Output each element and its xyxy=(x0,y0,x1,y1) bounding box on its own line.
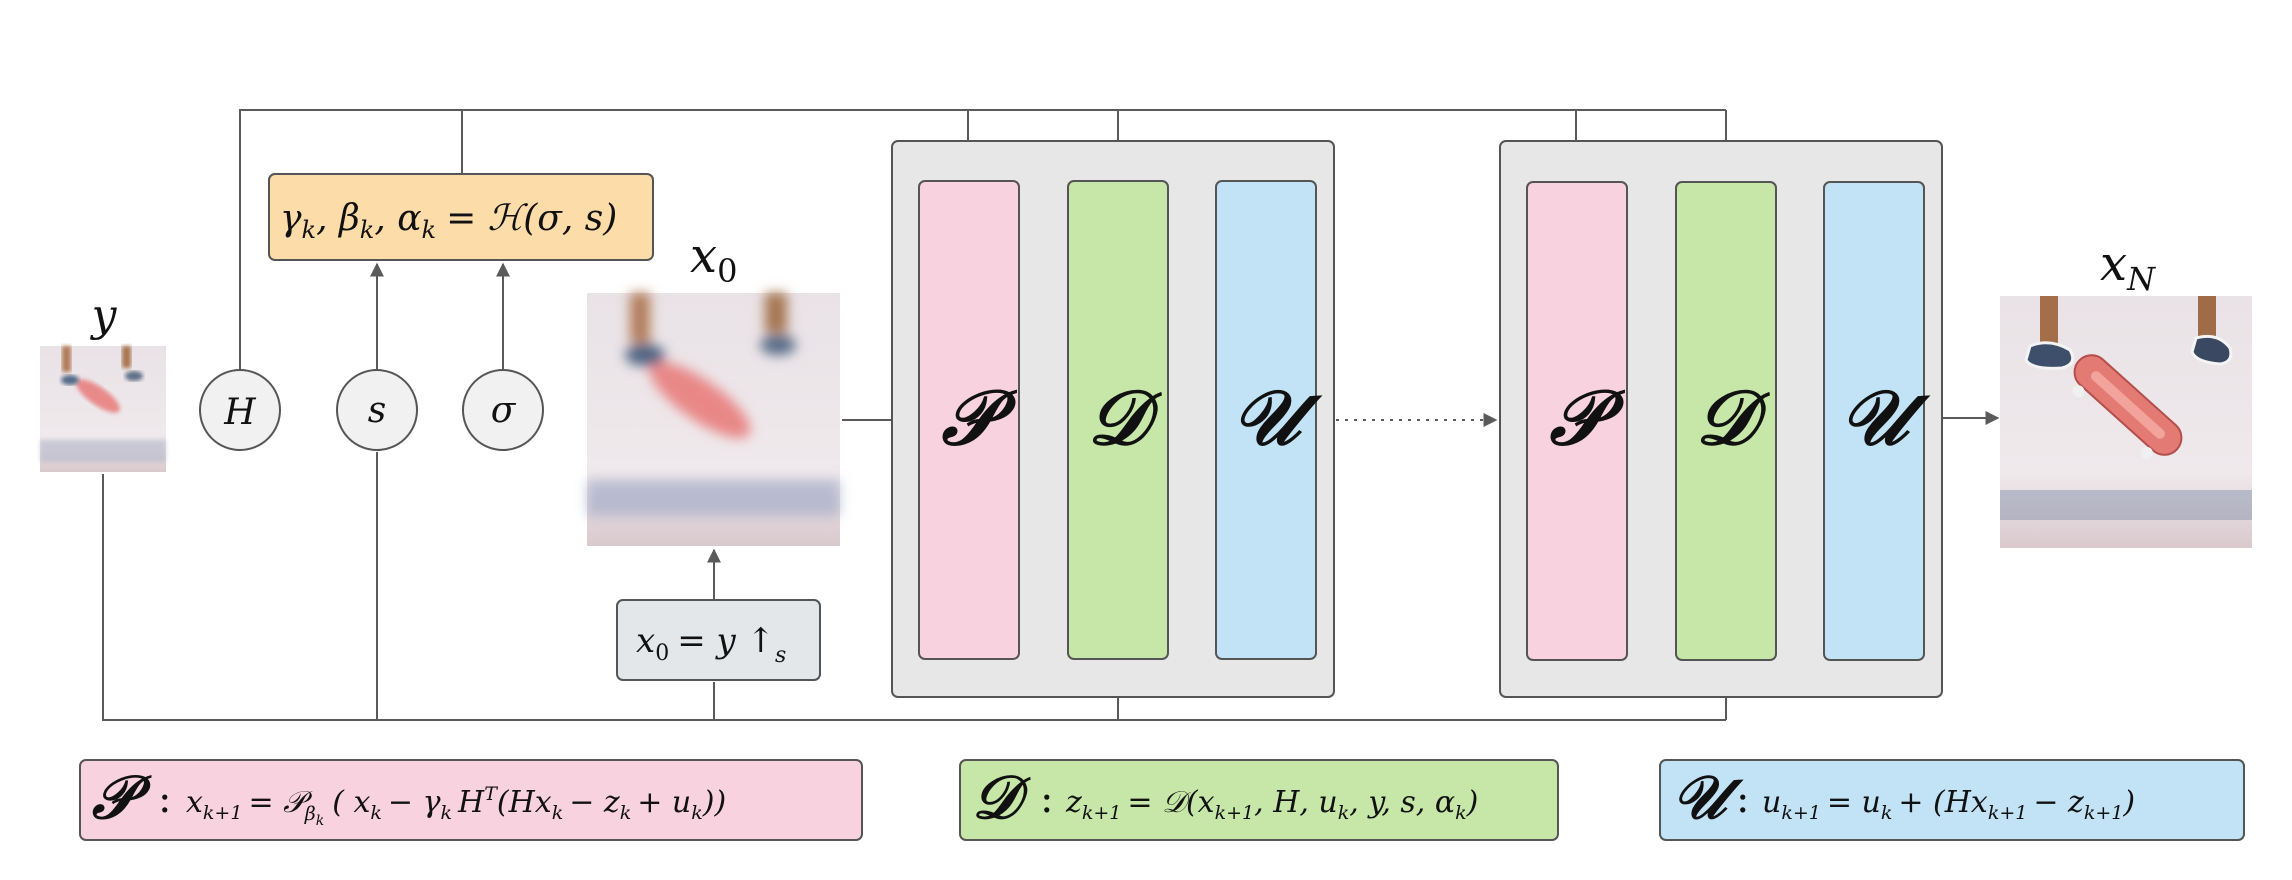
bottom-bus-line xyxy=(102,474,1726,721)
connection-lines xyxy=(102,109,2000,721)
block1-D-module: 𝒟 xyxy=(1067,180,1169,660)
svg-text:zk+1= 𝒟(xk+1, H, uk, y, s, αk: zk+1= 𝒟(xk+1, H, uk, y, s, αk) xyxy=(1065,785,1478,824)
label-y: y xyxy=(90,290,118,341)
label-xN: xN xyxy=(2100,236,2156,298)
block1-P-module: 𝒫 xyxy=(918,180,1020,660)
iteration-block-1: 𝒫 𝒟 𝒰 xyxy=(891,140,1335,698)
svg-text:uk+1= uk+ (Hxk+1− zk+1): uk+1= uk+ (Hxk+1− zk+1) xyxy=(1762,785,2135,824)
node-s: s xyxy=(336,369,418,451)
block2-D-module: 𝒟 xyxy=(1675,181,1777,661)
equation-D-box: 𝒟 : zk+1= 𝒟(xk+1, H, uk, y, s, αk) xyxy=(959,759,1559,841)
svg-text:γk, βk, αk= ℋ(σ, s): γk, βk, αk= ℋ(σ, s) xyxy=(280,198,617,244)
svg-text::: : xyxy=(1040,776,1053,822)
svg-text::: : xyxy=(1736,776,1749,822)
svg-text:x0= y ↑s: x0= y ↑s xyxy=(636,621,786,668)
init-box: x0= y ↑s xyxy=(616,599,821,681)
top-bus-line xyxy=(239,109,1726,385)
equation-U-box: 𝒰 : uk+1= uk+ (Hxk+1− zk+1) xyxy=(1659,759,2245,841)
svg-text:σ: σ xyxy=(491,390,517,431)
output-image-xN xyxy=(2000,296,2252,548)
input-image-y xyxy=(40,346,166,472)
block2-P-module: 𝒫 xyxy=(1526,181,1628,661)
block2-U-module: 𝒰 xyxy=(1823,181,1931,661)
label-x0: x0 xyxy=(690,228,737,290)
svg-text::: : xyxy=(158,776,171,822)
image-x0 xyxy=(587,293,840,546)
svg-text:H: H xyxy=(223,392,256,433)
node-sigma: σ xyxy=(462,369,544,451)
block1-U-module: 𝒰 xyxy=(1215,180,1323,660)
iteration-block-2: 𝒫 𝒟 𝒰 xyxy=(1499,140,1943,698)
svg-text:s: s xyxy=(368,390,386,431)
hyperparameter-box: γk, βk, αk= ℋ(σ, s) xyxy=(268,173,654,261)
node-H: H xyxy=(199,369,281,451)
